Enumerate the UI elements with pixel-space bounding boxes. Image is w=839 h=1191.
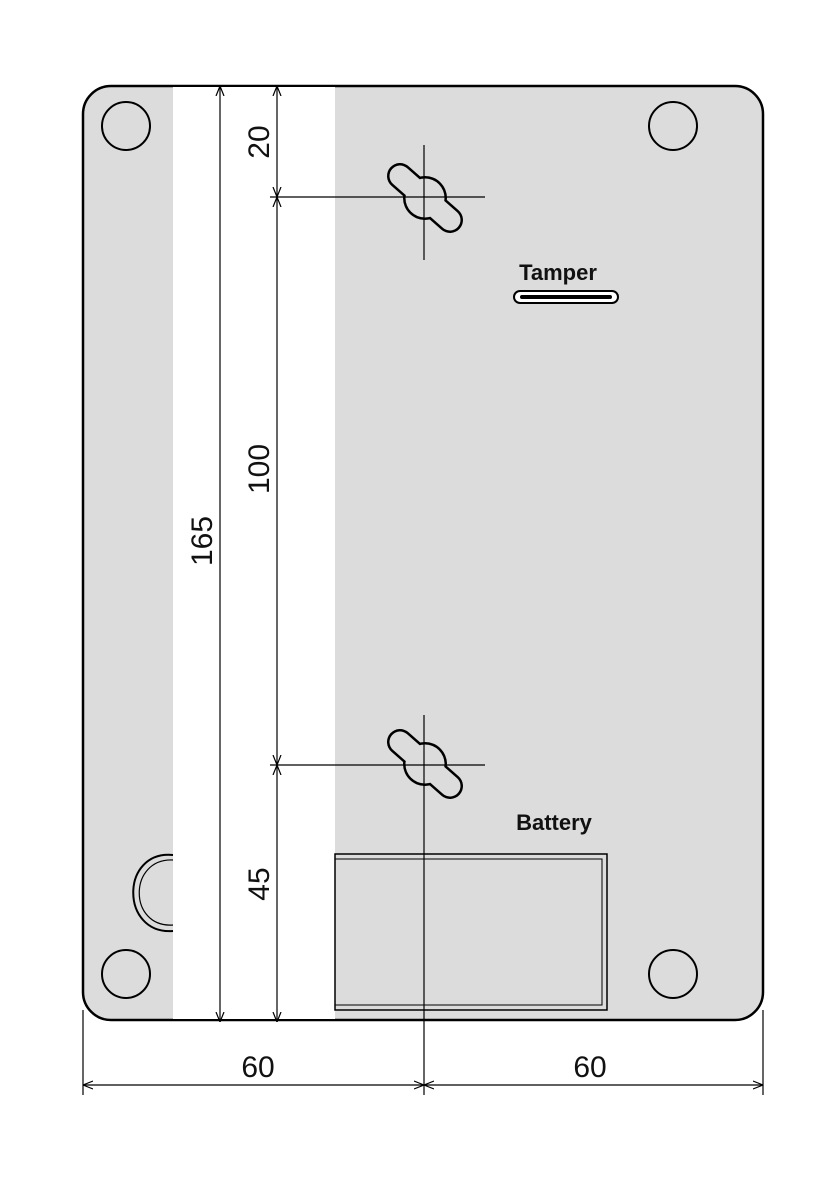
dimension-left-width: 60 [241,1051,274,1084]
dimension-right-width: 60 [573,1051,606,1084]
corner-hole-bottom-left [102,950,150,998]
dimension-bottom-offset: 45 [243,867,276,900]
corner-hole-top-right [649,102,697,150]
corner-hole-bottom-right [649,950,697,998]
tamper-slot-inner [520,295,612,299]
tamper-label: Tamper [519,260,597,285]
battery-label: Battery [516,810,593,835]
dimension-hole-spacing: 100 [243,444,276,494]
dimension-top-offset: 20 [243,125,276,158]
dimension-overall-height: 165 [186,516,219,566]
corner-hole-top-left [102,102,150,150]
